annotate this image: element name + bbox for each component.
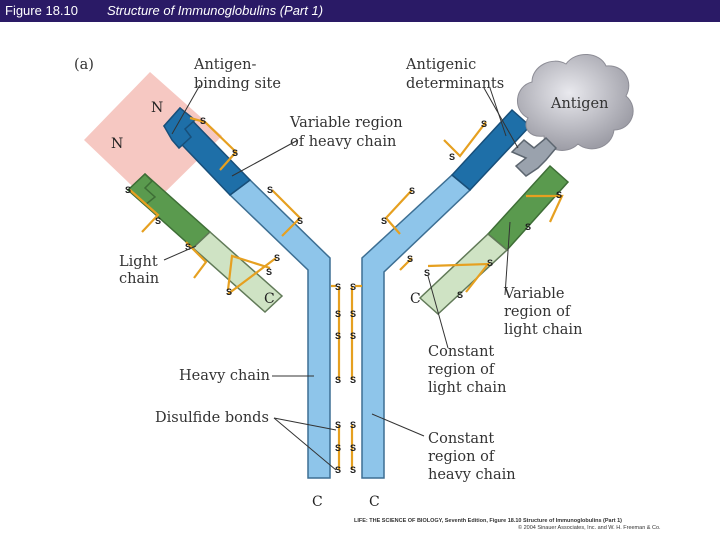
- c-terminus-light-left: C: [264, 291, 275, 307]
- svg-text:S: S: [200, 116, 206, 126]
- n-terminus-light: N: [111, 136, 123, 152]
- svg-text:S: S: [335, 375, 341, 385]
- svg-text:S: S: [125, 185, 131, 195]
- svg-text:S: S: [350, 331, 356, 341]
- c-terminus-light-right: C: [410, 291, 421, 307]
- svg-text:S: S: [335, 420, 341, 430]
- heavy-chain-left: [228, 179, 331, 479]
- svg-text:S: S: [232, 148, 238, 158]
- svg-text:S: S: [226, 287, 232, 297]
- intrachain-bonds: [129, 116, 564, 295]
- svg-text:S: S: [525, 222, 531, 232]
- svg-text:S: S: [481, 119, 487, 129]
- svg-text:S: S: [335, 443, 341, 453]
- title-bar: Figure 18.10 Structure of Immunoglobulin…: [0, 0, 720, 22]
- svg-text:S: S: [407, 254, 413, 264]
- c-terminus-heavy-left: C: [312, 494, 323, 510]
- credit-book: LIFE: THE SCIENCE OF BIOLOGY, Seventh Ed…: [354, 518, 488, 524]
- heavy-variable-left-tip: [163, 106, 197, 150]
- label-constant-light: Constant region of light chain: [428, 344, 506, 396]
- c-terminus-heavy-right: C: [369, 494, 380, 510]
- svg-text:S: S: [335, 309, 341, 319]
- svg-text:S: S: [424, 268, 430, 278]
- svg-text:S: S: [350, 282, 356, 292]
- antigen-site-right: [510, 136, 558, 177]
- svg-text:S: S: [335, 331, 341, 341]
- svg-text:S: S: [274, 253, 280, 263]
- panel-label: (a): [74, 57, 94, 73]
- leader-lines: [163, 84, 519, 471]
- hinge-s-labels: S S S S S S S S S S S S S S: [335, 282, 356, 475]
- intrachain-s-labels: S S S S S S S S S S S S S S S S S S S S: [125, 116, 562, 300]
- svg-text:S: S: [155, 216, 161, 226]
- svg-text:S: S: [335, 465, 341, 475]
- label-variable-light: Variable region of light chain: [503, 286, 582, 338]
- svg-text:S: S: [350, 420, 356, 430]
- svg-text:S: S: [409, 186, 415, 196]
- label-light-chain: Light chain: [119, 254, 162, 287]
- light-constant-right: [418, 232, 509, 316]
- svg-text:S: S: [350, 465, 356, 475]
- svg-text:S: S: [449, 152, 455, 162]
- svg-text:S: S: [266, 267, 272, 277]
- figure-credit: LIFE: THE SCIENCE OF BIOLOGY, Seventh Ed…: [354, 518, 684, 532]
- svg-text:S: S: [335, 282, 341, 292]
- svg-text:S: S: [457, 290, 463, 300]
- credit-figure: Figure 18.10 Structure of Immunoglobulin…: [489, 518, 623, 524]
- svg-text:S: S: [267, 185, 273, 195]
- label-constant-heavy: Constant region of heavy chain: [428, 431, 516, 483]
- svg-text:S: S: [350, 443, 356, 453]
- svg-text:S: S: [350, 375, 356, 385]
- light-constant-left: [191, 230, 284, 314]
- antibody-diagram: S S S S S S S S S S S S S S S S S S S S …: [74, 54, 634, 510]
- label-antigen-binding-site: Antigen- binding site: [193, 57, 281, 92]
- svg-text:S: S: [350, 309, 356, 319]
- light-variable-left-tip: [126, 172, 157, 206]
- n-terminus-heavy: N: [151, 100, 163, 116]
- svg-text:S: S: [297, 216, 303, 226]
- svg-text:S: S: [556, 190, 562, 200]
- label-disulfide-bonds: Disulfide bonds: [155, 410, 269, 426]
- hinge-bonds: [331, 284, 362, 470]
- label-variable-heavy: Variable region of heavy chain: [289, 115, 407, 150]
- figure-number: Figure 18.10: [5, 3, 78, 18]
- figure-title: Structure of Immunoglobulins (Part 1): [107, 3, 324, 18]
- binding-site-highlight: [84, 72, 222, 205]
- credit-copyright: © 2004 Sinauer Associates, Inc. and W. H…: [518, 525, 661, 531]
- svg-text:S: S: [381, 216, 387, 226]
- svg-text:S: S: [487, 258, 493, 268]
- label-heavy-chain: Heavy chain: [179, 368, 270, 384]
- label-antigenic-determinants: Antigenic determinants: [405, 57, 504, 92]
- svg-text:S: S: [185, 242, 191, 252]
- label-antigen: Antigen: [550, 96, 608, 112]
